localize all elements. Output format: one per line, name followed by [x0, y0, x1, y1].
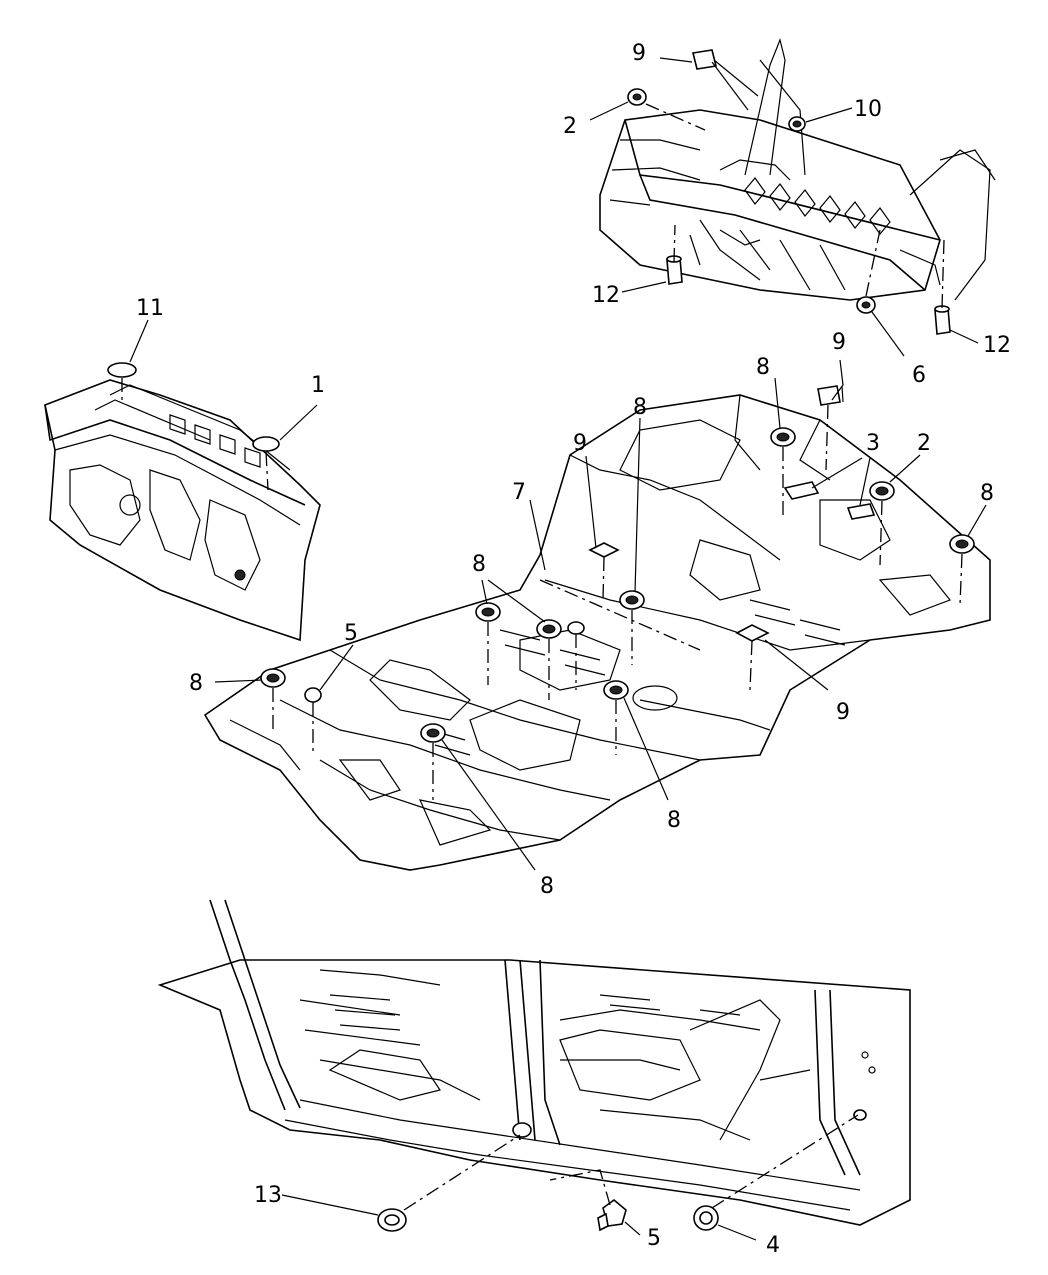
callout-2-top: 2: [563, 114, 577, 139]
callout-8-b: 8: [633, 395, 647, 420]
callout-12-left: 12: [592, 283, 620, 308]
callout-5-bottom: 5: [647, 1226, 661, 1251]
pad-part-9-mid: [817, 385, 841, 406]
side-sill-assembly: [157, 899, 911, 1226]
callout-9-left: 9: [573, 431, 587, 456]
pad-part-9-top: [692, 49, 717, 70]
callout-3: 3: [866, 431, 880, 456]
callout-12-right: 12: [983, 333, 1011, 358]
callout-8-c: 8: [980, 481, 994, 506]
plug-part-8-small: [567, 621, 585, 635]
callout-7: 7: [512, 480, 526, 505]
callout-8-d: 8: [472, 552, 486, 577]
install-lines: [121, 103, 963, 1211]
rear-cargo-floor-assembly: [599, 38, 996, 301]
dash-panel-assembly: [44, 379, 321, 642]
callout-9-top: 9: [632, 41, 646, 66]
callout-9-bottom: 9: [836, 700, 850, 725]
callout-5-mid: 5: [344, 621, 358, 646]
plug-part-1: [252, 436, 280, 452]
callout-8-g: 8: [540, 874, 554, 899]
callout-2-mid: 2: [917, 431, 931, 456]
callout-4: 4: [766, 1233, 780, 1258]
pad-part-3-b: [846, 503, 876, 520]
pad-part-9-left: [588, 542, 620, 558]
callout-8-f: 8: [667, 808, 681, 833]
callout-11: 11: [136, 296, 164, 321]
main-floor-pan-assembly: [203, 394, 991, 871]
leader-lines: [129, 57, 987, 1241]
callout-numbers: 9 2 10 12 6 12 11 1 9 8 8 9 3 2 8 7 8 8 …: [136, 41, 1011, 1258]
pad-part-3-a: [783, 481, 820, 500]
callout-1: 1: [311, 373, 325, 398]
pad-part-9-bottom: [735, 624, 770, 642]
callout-8-e: 8: [189, 671, 203, 696]
plug-part-11: [107, 362, 137, 378]
callout-8-a: 8: [756, 355, 770, 380]
callout-13: 13: [254, 1183, 282, 1208]
callout-9-mid: 9: [832, 330, 846, 355]
plug-grommet-parts: [107, 49, 975, 1232]
callout-6: 6: [912, 363, 926, 388]
callout-10: 10: [854, 97, 882, 122]
plug-part-5-mid: [304, 687, 322, 703]
